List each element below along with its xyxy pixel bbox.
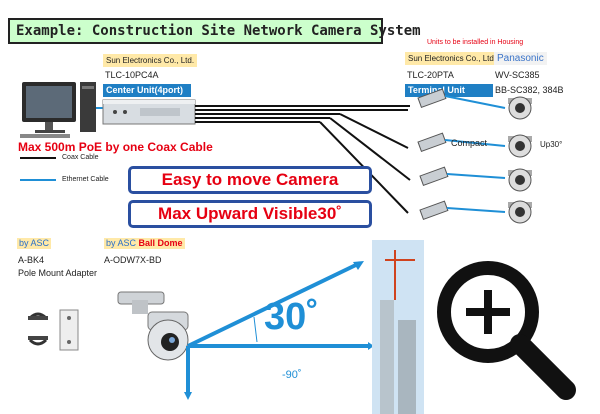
adapter-name: Pole Mount Adapter — [18, 268, 98, 278]
terminal-unit-icon — [417, 88, 449, 221]
terminal-model: TLC-20PTA — [407, 70, 454, 80]
page-title: Example: Construction Site Network Camer… — [8, 18, 421, 44]
terminal-unit-label: Terminal Unit — [405, 84, 493, 97]
housing-note: Units to be installed in Housing — [427, 39, 524, 46]
mount-adapter-icon — [28, 309, 79, 351]
dome-camera-icon — [508, 96, 532, 224]
angle-up-label: 30˚ — [264, 296, 319, 338]
label-compact: Compact — [451, 138, 488, 148]
callout-easy-move: Easy to move Camera — [128, 166, 372, 194]
center-maker: Sun Electronics Co., Ltd. — [103, 54, 198, 67]
center-model: TLC-10PC4A — [105, 70, 159, 80]
adapter-model: A-BK4 — [18, 255, 45, 265]
callout-upward-visible: Max Upward Visible30˚ — [128, 200, 372, 228]
coax-note: Max 500m PoE by one Coax Cable — [18, 140, 213, 154]
center-unit-label: Center Unit(4port) — [103, 84, 191, 97]
construction-photo — [372, 240, 424, 414]
zoom-icon — [437, 261, 576, 400]
adapter-by: by ASC — [17, 238, 52, 249]
pc-icon — [20, 82, 96, 138]
panasonic-brand: Panasonic — [494, 52, 547, 65]
dome-by: by ASC Ball Dome — [104, 238, 185, 249]
angle-down-label: -90˚ — [282, 369, 302, 381]
center-unit-icon — [102, 99, 196, 125]
terminal-maker: Sun Electronics Co., Ltd. — [405, 52, 500, 65]
legend-ethernet: Ethernet Cable — [62, 176, 109, 183]
ball-dome-camera-icon — [117, 291, 189, 361]
dome-model: A-ODW7X-BD — [104, 255, 162, 265]
panasonic-model-1: WV-SC385 — [495, 70, 540, 80]
legend-coax: Coax Cable — [62, 154, 99, 161]
label-up30: Up30° — [540, 140, 563, 149]
panasonic-model-2: BB-SC382, 384B — [495, 85, 564, 95]
